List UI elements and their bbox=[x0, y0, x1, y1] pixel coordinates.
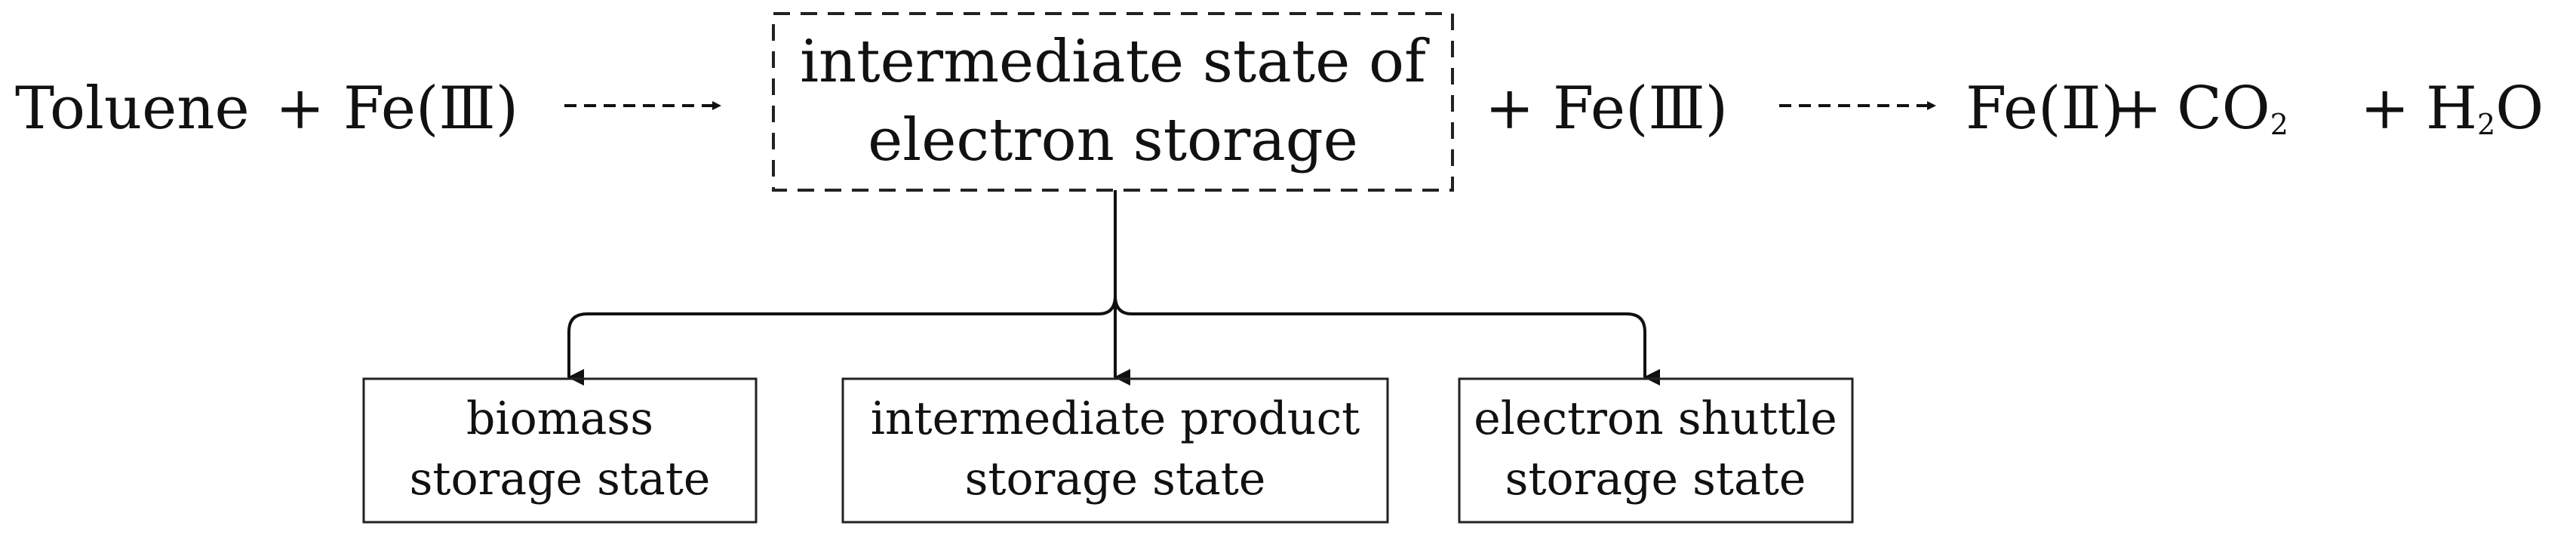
plus-sign-4: + bbox=[2360, 75, 2409, 143]
intermediate-line-1: intermediate state of bbox=[800, 28, 1430, 96]
connector-left bbox=[567, 190, 1117, 386]
toluene-label: Toluene bbox=[15, 75, 250, 143]
biomass-line-1: biomass bbox=[466, 392, 653, 445]
storage-box-intermediate-product bbox=[841, 377, 1389, 524]
electron-shuttle-line-2: storage state bbox=[1505, 453, 1806, 506]
plus-sign-1: + bbox=[275, 75, 324, 143]
intermediate-product-line-2: storage state bbox=[965, 453, 1266, 506]
fe3-label-right: Fe(Ⅲ) bbox=[1553, 75, 1728, 143]
fe2-label: Fe(Ⅱ) bbox=[1966, 75, 2124, 143]
storage-box-electron-shuttle bbox=[1458, 377, 1854, 524]
electron-shuttle-line-1: electron shuttle bbox=[1474, 392, 1837, 445]
biomass-line-2: storage state bbox=[410, 453, 711, 506]
intermediate-line-2: electron storage bbox=[868, 106, 1358, 174]
co2-label: CO2 bbox=[2177, 75, 2289, 143]
plus-sign-3: + bbox=[2113, 75, 2162, 143]
plus-sign-2: + bbox=[1485, 75, 1534, 143]
connector-right bbox=[1114, 295, 1660, 386]
h2o-label: H2O bbox=[2426, 75, 2544, 143]
intermediate-product-line-1: intermediate product bbox=[871, 392, 1360, 445]
intermediate-state-box bbox=[772, 12, 1454, 192]
fe3-label-left: Fe(Ⅲ) bbox=[343, 75, 518, 143]
storage-box-biomass bbox=[362, 377, 758, 524]
